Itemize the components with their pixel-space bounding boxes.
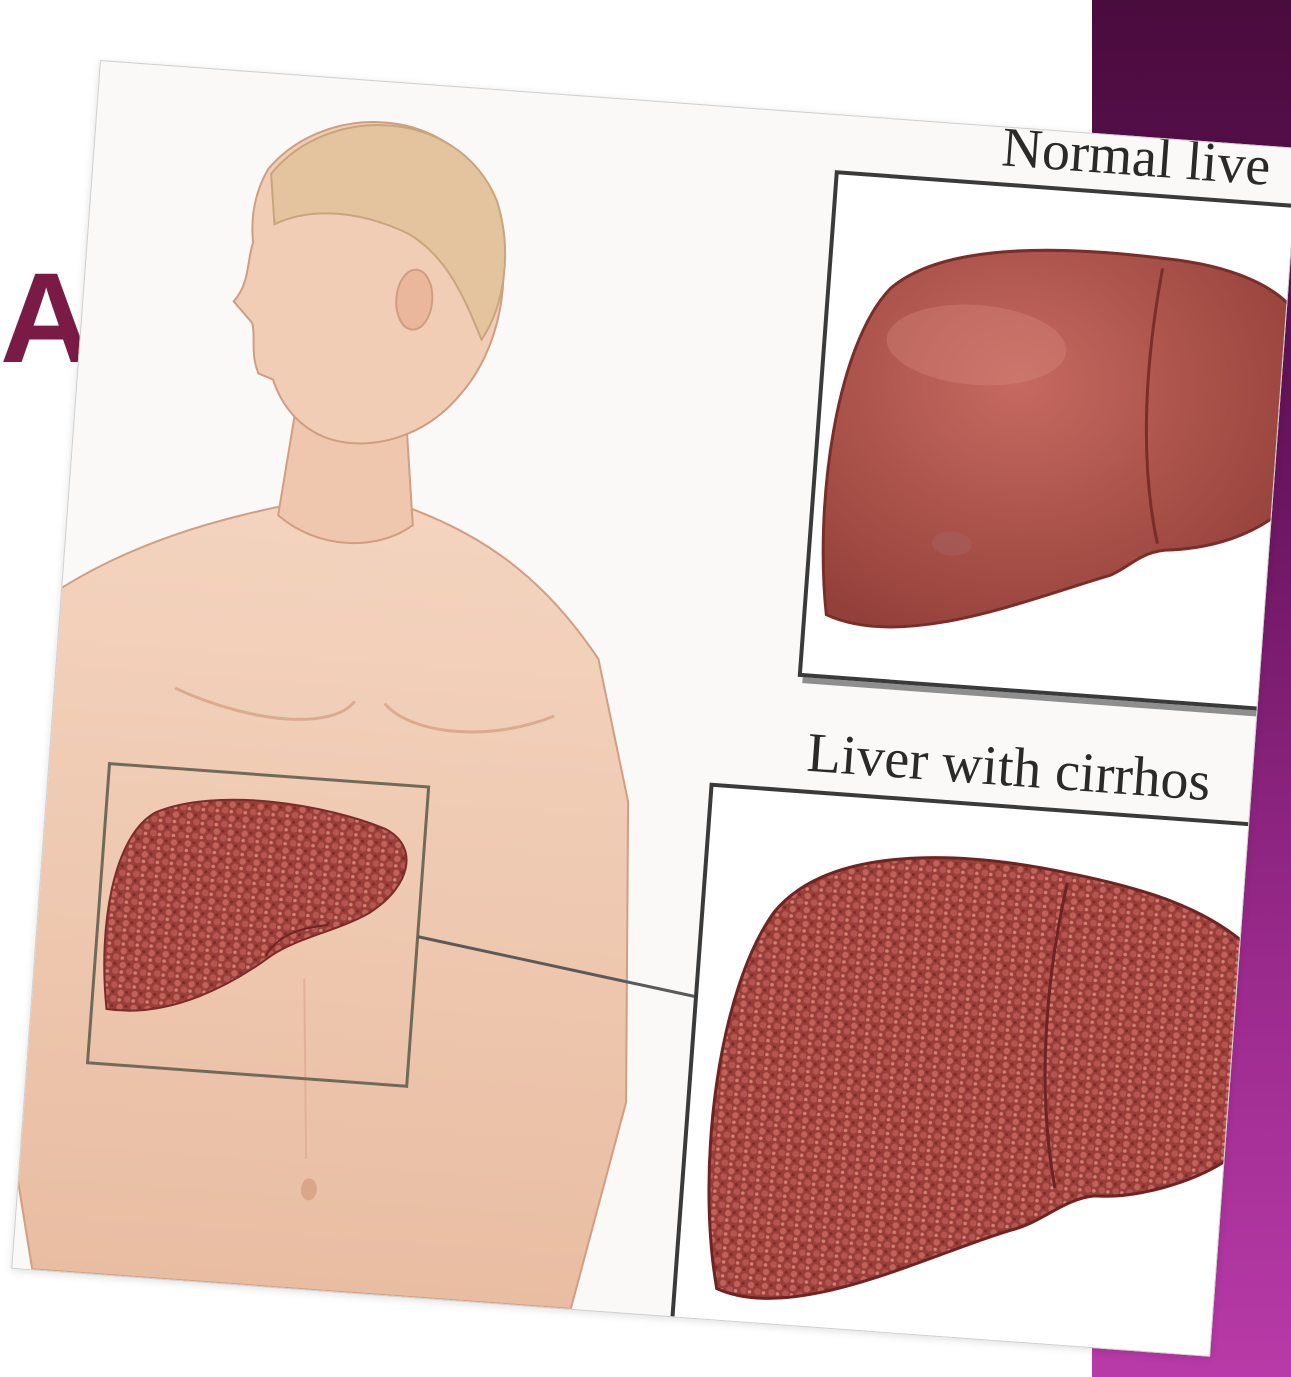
cirrhosis-liver-panel — [670, 783, 1257, 1357]
cirrhotic-liver — [674, 787, 1252, 1357]
healthy-liver — [802, 174, 1291, 706]
liver-illustration-card: Normal live Liver with cirrhos — [11, 60, 1291, 1357]
normal-liver-panel — [798, 170, 1291, 711]
